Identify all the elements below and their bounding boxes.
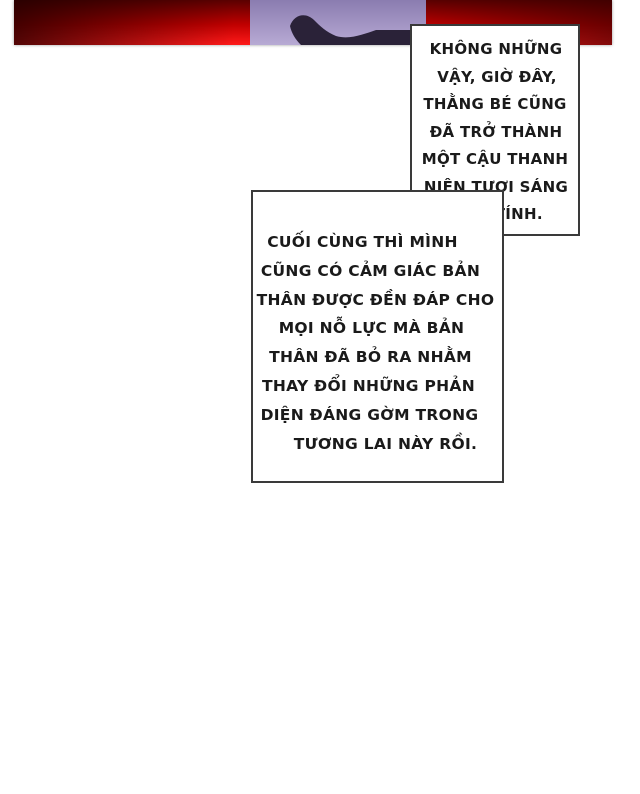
speech-box-1-line: THẰNG BÉ CŨNG [423, 95, 567, 113]
speech-box-1-line: ĐÃ TRỞ THÀNH [429, 122, 563, 141]
speech-box-2-line: DIỆN ĐÁNG GỜM TRONG [260, 405, 479, 424]
speech-box-2-line: THAY ĐỔI NHỮNG PHẢN [262, 376, 475, 395]
speech-box-1-line: MỘT CẬU THANH [421, 150, 569, 168]
speech-box-1-line: VẬY, GIỜ ĐÂY, [437, 67, 557, 86]
speech-box-2-line: CUỐI CÙNG THÌ MÌNH [267, 233, 458, 251]
speech-box-2: CUỐI CÙNG THÌ MÌNH CŨNG CÓ CẢM GIÁC BẢN … [251, 190, 504, 483]
speech-box-1-line: KHÔNG NHỮNG [429, 40, 563, 58]
speech-box-2-line: THÂN ĐÃ BỎ RA NHẰM [269, 348, 472, 367]
comic-panel-top [14, 0, 612, 45]
panel-shadow-left [14, 0, 234, 45]
speech-box-2-line: CŨNG CÓ CẢM GIÁC BẢN [260, 261, 481, 280]
speech-box-2-line: MỌI NỖ LỰC MÀ BẢN [278, 319, 465, 338]
hand-silhouette-icon [290, 15, 420, 45]
speech-box-2-line: TƯƠNG LAI NÀY RỒI. [293, 434, 478, 453]
speech-box-2-line: THÂN ĐƯỢC ĐỀN ĐÁP CHO [256, 290, 495, 309]
